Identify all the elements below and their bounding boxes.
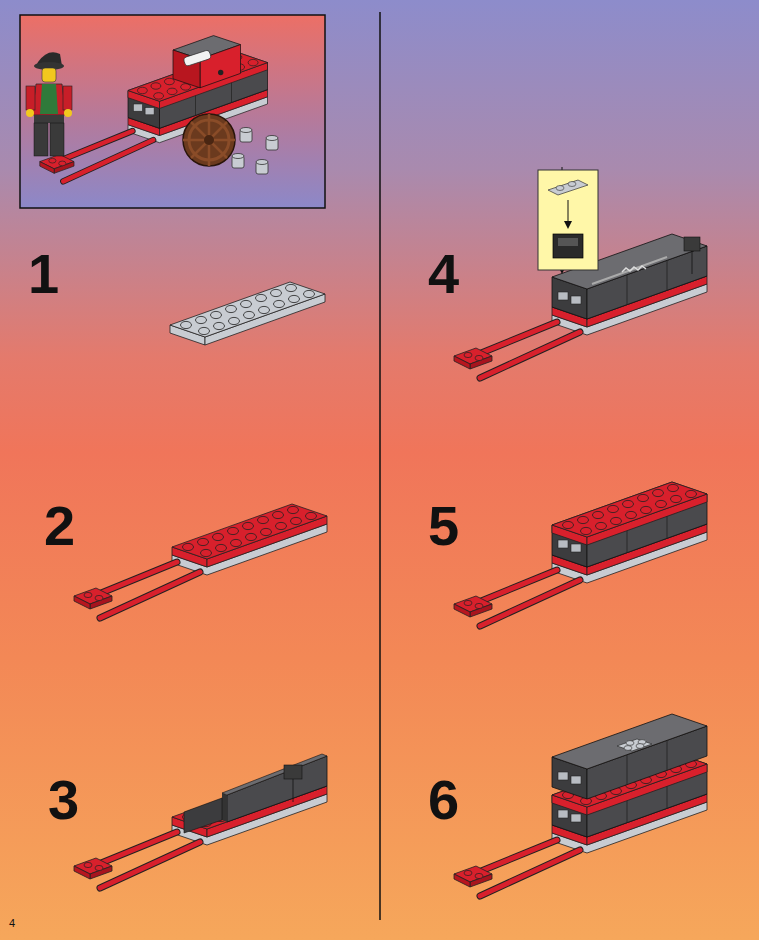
step-3-build [74, 754, 327, 888]
sub-assembly-callout [538, 170, 598, 270]
step-1-part [170, 282, 325, 345]
step-number: 3 [48, 772, 79, 828]
finished-model-inset [20, 15, 325, 208]
step-5-build [454, 482, 707, 626]
step-2-build [74, 504, 327, 618]
step-4-build [454, 167, 707, 378]
step-number: 2 [44, 498, 75, 554]
page-number: 4 [9, 918, 15, 929]
step-6-build [454, 714, 707, 896]
page-divider [379, 12, 381, 920]
step-number: 4 [428, 246, 459, 302]
step-number: 5 [428, 498, 459, 554]
step-number: 6 [428, 772, 459, 828]
step-number: 1 [28, 246, 59, 302]
